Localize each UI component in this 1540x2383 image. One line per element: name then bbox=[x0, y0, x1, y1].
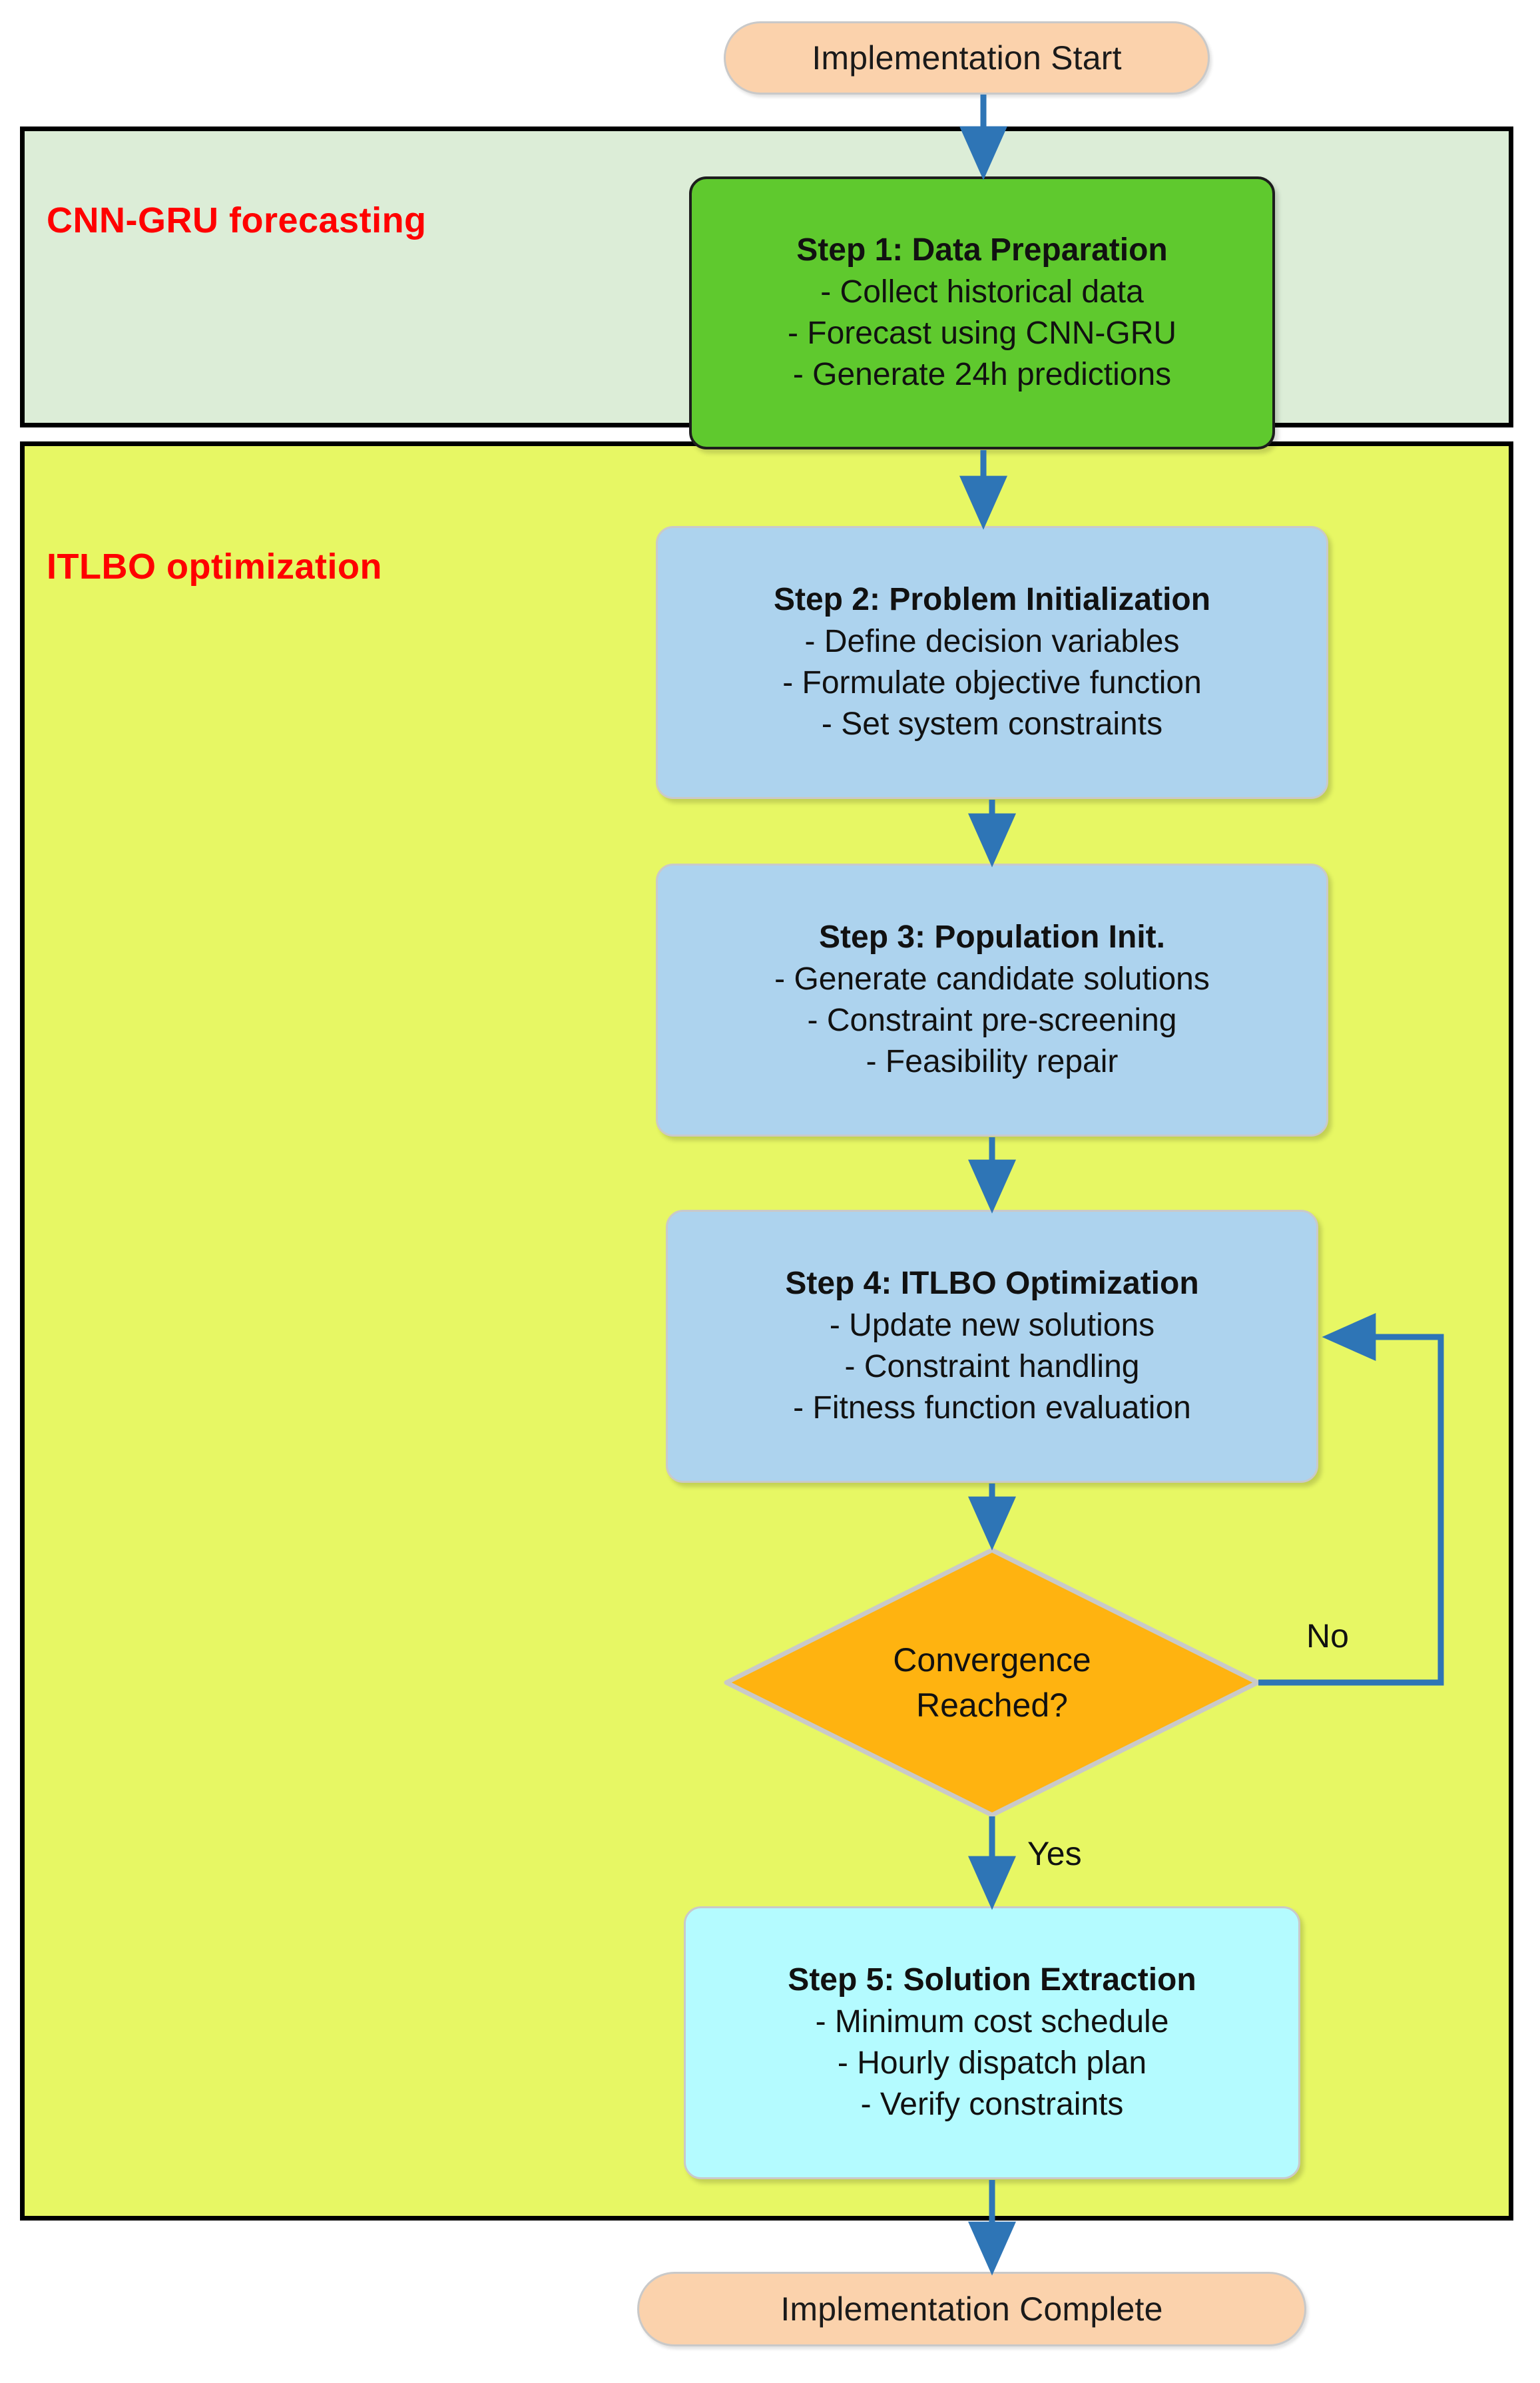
step-2-line-3: - Set system constraints bbox=[821, 706, 1163, 742]
step-2-box[interactable]: Step 2: Problem Initialization - Define … bbox=[656, 526, 1328, 799]
step-5-line-3: - Verify constraints bbox=[860, 2087, 1124, 2123]
step-2-title: Step 2: Problem Initialization bbox=[773, 582, 1211, 618]
step-2-line-1: - Define decision variables bbox=[804, 623, 1180, 659]
step-3-title: Step 3: Population Init. bbox=[819, 920, 1165, 955]
step-1-line-1: - Collect historical data bbox=[820, 274, 1144, 310]
step-1-line-2: - Forecast using CNN-GRU bbox=[787, 316, 1177, 351]
convergence-decision-node[interactable]: Convergence Reached? bbox=[722, 1546, 1262, 1819]
section-label-itlbo: ITLBO optimization bbox=[47, 547, 382, 587]
step-5-title: Step 5: Solution Extraction bbox=[788, 1962, 1196, 1998]
step-3-line-1: - Generate candidate solutions bbox=[774, 961, 1210, 997]
step-4-title: Step 4: ITLBO Optimization bbox=[785, 1266, 1199, 1302]
step-4-line-3: - Fitness function evaluation bbox=[793, 1390, 1191, 1426]
section-label-cnn-gru: CNN-GRU forecasting bbox=[47, 200, 427, 240]
step-4-line-2: - Constraint handling bbox=[844, 1349, 1140, 1384]
step-5-line-2: - Hourly dispatch plan bbox=[837, 2045, 1147, 2081]
step-4-box[interactable]: Step 4: ITLBO Optimization - Update new … bbox=[666, 1210, 1318, 1483]
end-terminator[interactable]: Implementation Complete bbox=[637, 2272, 1306, 2346]
edge-label-yes: Yes bbox=[1027, 1835, 1082, 1872]
step-5-line-1: - Minimum cost schedule bbox=[815, 2003, 1169, 2039]
step-1-line-3: - Generate 24h predictions bbox=[792, 357, 1172, 393]
step-2-line-2: - Formulate objective function bbox=[782, 665, 1202, 700]
step-5-box[interactable]: Step 5: Solution Extraction - Minimum co… bbox=[684, 1906, 1300, 2179]
edge-label-no: No bbox=[1306, 1617, 1349, 1655]
step-3-box[interactable]: Step 3: Population Init. - Generate cand… bbox=[656, 864, 1328, 1137]
end-terminator-label: Implementation Complete bbox=[780, 2290, 1163, 2328]
step-4-line-1: - Update new solutions bbox=[829, 1307, 1155, 1343]
step-3-line-2: - Constraint pre-screening bbox=[807, 1003, 1177, 1038]
start-terminator-label: Implementation Start bbox=[812, 39, 1122, 77]
start-terminator[interactable]: Implementation Start bbox=[724, 21, 1210, 95]
step-1-title: Step 1: Data Preparation bbox=[796, 232, 1168, 268]
step-3-line-3: - Feasibility repair bbox=[866, 1044, 1119, 1080]
step-1-box[interactable]: Step 1: Data Preparation - Collect histo… bbox=[689, 176, 1275, 449]
